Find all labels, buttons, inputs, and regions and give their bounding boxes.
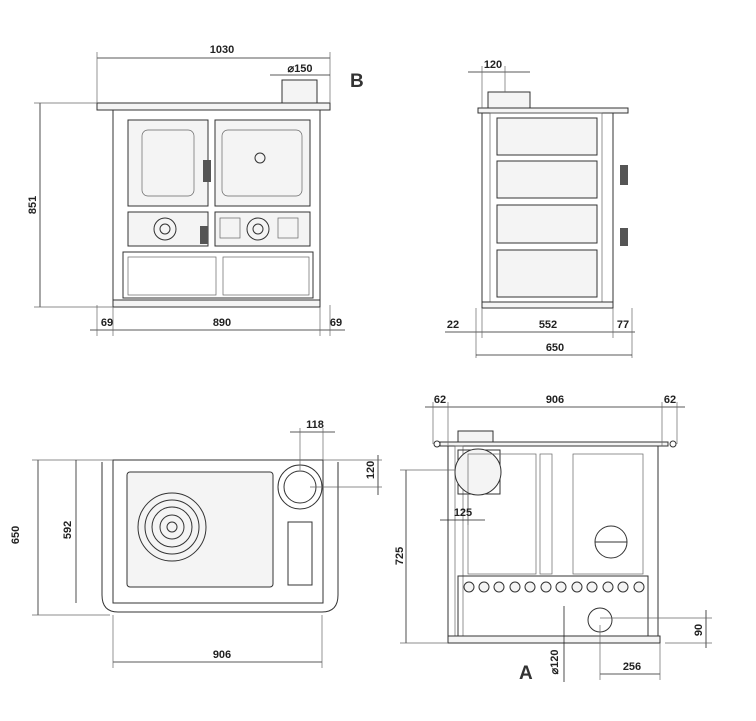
top-view: 118 120 650 592 906 (10, 419, 382, 668)
view-label-b: B (350, 71, 364, 92)
dim-flue-offset: 125 (454, 507, 472, 519)
cooking-plate (126, 471, 274, 588)
flue-pipe (281, 79, 318, 104)
towel-rail (101, 462, 339, 613)
dim-flue-offset-x: 118 (306, 419, 324, 431)
drawer (122, 251, 314, 299)
base (112, 299, 321, 308)
dim-left-offset: 62 (434, 394, 446, 406)
dim-height: 725 (394, 547, 406, 565)
hob-rings (137, 492, 207, 562)
dim-total-depth: 650 (546, 342, 564, 354)
side-view: 120 22 552 77 650 (445, 59, 635, 358)
dim-flue-offset-y: 120 (365, 461, 377, 479)
flue-pipe (487, 91, 531, 111)
dim-plate-depth: 592 (62, 521, 74, 539)
thermometer-icon (254, 152, 266, 164)
top-plate (96, 102, 331, 111)
dim-width-total: 1030 (210, 44, 234, 56)
rear-view: 62 906 62 125 725 90 A ⌀120 256 (394, 394, 712, 684)
front-view: 1030 ⌀150 B 851 69 890 69 (27, 44, 364, 336)
dim-outlet-diameter: ⌀120 (549, 650, 561, 675)
dim-right-offset: 69 (330, 317, 342, 329)
view-label-a: A (519, 663, 533, 684)
dim-body-depth: 552 (539, 319, 557, 331)
dim-rear-offset: 77 (617, 319, 629, 331)
door-handle (203, 160, 211, 182)
dim-flue-offset: 120 (484, 59, 502, 71)
dim-right-offset: 62 (664, 394, 676, 406)
firebox-door (127, 119, 209, 207)
oven-door (214, 119, 311, 207)
dim-outlet-offset: 256 (623, 661, 641, 673)
flue-outlet (454, 448, 502, 496)
dim-width: 906 (546, 394, 564, 406)
dim-left-offset: 69 (101, 317, 113, 329)
dim-width: 906 (213, 649, 231, 661)
vent-holes (463, 581, 645, 593)
dim-flue-diameter: ⌀150 (288, 63, 313, 75)
dim-height: 851 (27, 196, 39, 214)
dim-outlet-height: 90 (693, 624, 705, 636)
dim-front-offset: 22 (447, 319, 459, 331)
dim-inner-width: 890 (213, 317, 231, 329)
dim-total-depth: 650 (10, 526, 22, 544)
